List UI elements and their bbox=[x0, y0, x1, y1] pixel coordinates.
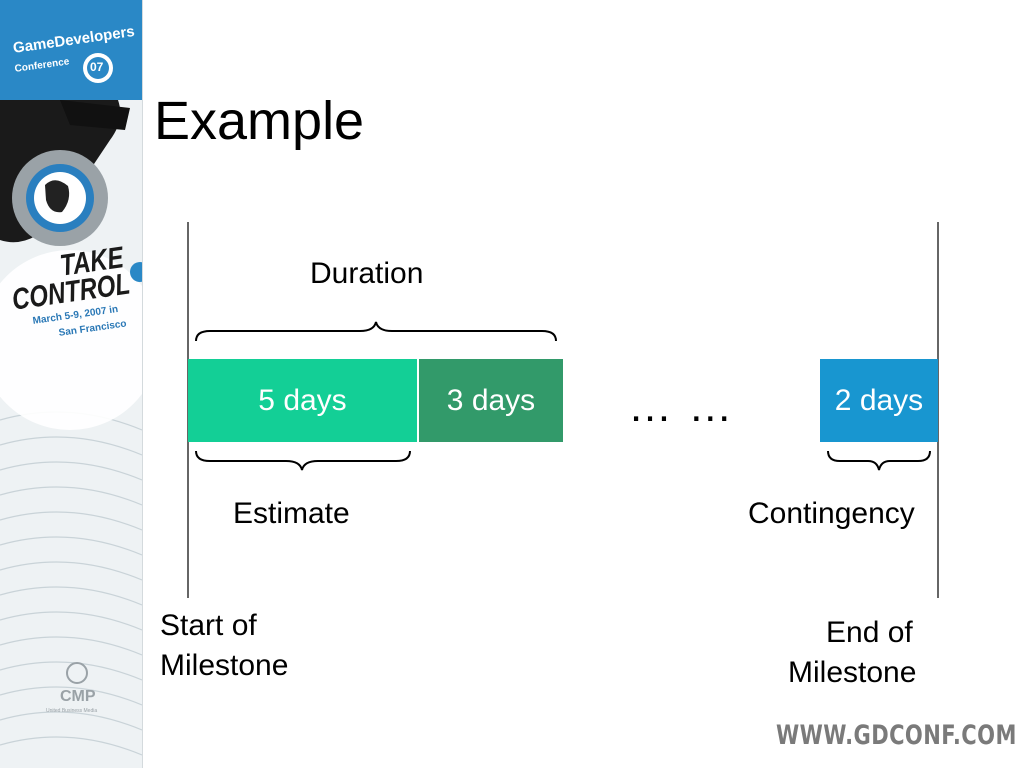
cmp-logo-icon bbox=[66, 662, 88, 684]
duration-brace bbox=[195, 321, 557, 342]
sidebar-artwork bbox=[0, 0, 142, 756]
conference-sidebar: GameDevelopers Conference 07 TAKE CONTRO… bbox=[0, 0, 143, 768]
sponsor-name: CMP bbox=[60, 688, 96, 705]
start-milestone-label-line2: Milestone bbox=[160, 649, 289, 682]
estimate-label: Estimate bbox=[233, 497, 350, 530]
year-badge: 07 bbox=[90, 60, 104, 74]
sponsor-subtitle: United Business Media bbox=[46, 708, 98, 714]
end-milestone-label-line1: End of bbox=[826, 616, 913, 649]
extra-duration-box: 3 days bbox=[419, 359, 563, 442]
estimate-brace bbox=[195, 450, 411, 471]
start-milestone-label-line1: Start of bbox=[160, 609, 257, 642]
end-milestone-label-line2: Milestone bbox=[788, 656, 917, 689]
contingency-label: Contingency bbox=[748, 497, 915, 530]
contingency-box: 2 days bbox=[820, 359, 938, 442]
duration-label: Duration bbox=[310, 257, 424, 290]
estimate-box: 5 days bbox=[188, 359, 417, 442]
footer-url: WWW.GDCONF.COM bbox=[776, 720, 1017, 751]
ellipsis: … … bbox=[628, 382, 735, 431]
contingency-brace bbox=[827, 450, 931, 471]
slide-title: Example bbox=[154, 91, 365, 151]
